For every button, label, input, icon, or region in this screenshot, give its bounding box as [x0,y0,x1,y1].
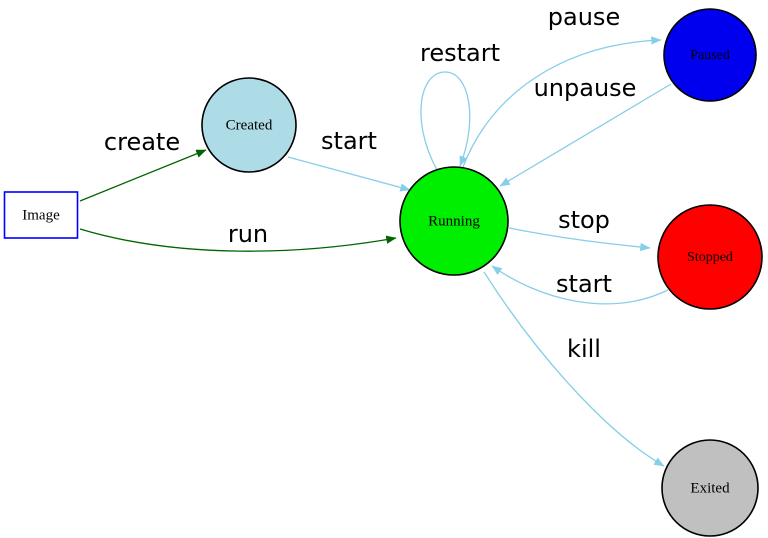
node-created[interactable]: Created [201,77,297,173]
node-label-running: Running [428,213,480,229]
edge-unpause [499,83,672,187]
edge-path-unpause [499,83,672,187]
node-exited[interactable]: Exited [661,439,759,537]
edge-labels-layer: create run start restart pause unpause stop sta… [104,3,637,363]
node-stopped[interactable]: Stopped [657,204,763,310]
edge-kill [483,271,665,467]
node-label-stopped: Stopped [687,250,733,265]
edge-path-stop [508,227,651,252]
edge-create [79,149,207,202]
edge-path-create [79,149,207,202]
node-image[interactable]: Image [3,191,79,239]
edge-start-created [287,156,411,192]
node-shape-stopped[interactable] [657,204,763,310]
node-label-image: Image [22,207,60,223]
edge-pause [462,36,662,168]
node-label-paused: Paused [690,48,730,63]
node-running[interactable]: Running [399,166,509,276]
edge-run [79,228,397,252]
node-shape-image[interactable] [3,191,79,239]
edge-path-restart [420,71,471,171]
edge-start-stopped [491,265,669,305]
edge-label-create: create [104,128,180,156]
edge-label-run: run [228,220,268,248]
edge-label-stop: stop [558,206,610,234]
edge-label-pause: pause [548,3,620,31]
node-shape-running[interactable] [399,166,509,276]
edge-label-unpause: unpause [534,74,637,102]
edge-path-kill [483,271,665,467]
node-shape-created[interactable] [201,77,297,173]
edge-path-run [79,228,397,252]
edges-layer [79,36,672,467]
edge-label-kill: kill [567,335,601,363]
node-shape-paused[interactable] [663,8,757,102]
edge-path-pause [462,36,662,168]
edge-restart [420,71,471,171]
edge-label-start-stopped: start [556,270,612,298]
node-label-created: Created [226,117,273,133]
node-shape-exited[interactable] [661,439,759,537]
edge-label-restart: restart [420,39,500,67]
node-label-exited: Exited [690,480,730,496]
node-paused[interactable]: Paused [663,8,757,102]
edge-label-start-created: start [321,127,377,155]
edge-path-start-created [287,156,411,192]
edge-path-start-stopped [491,265,669,305]
edge-stop [508,227,651,252]
